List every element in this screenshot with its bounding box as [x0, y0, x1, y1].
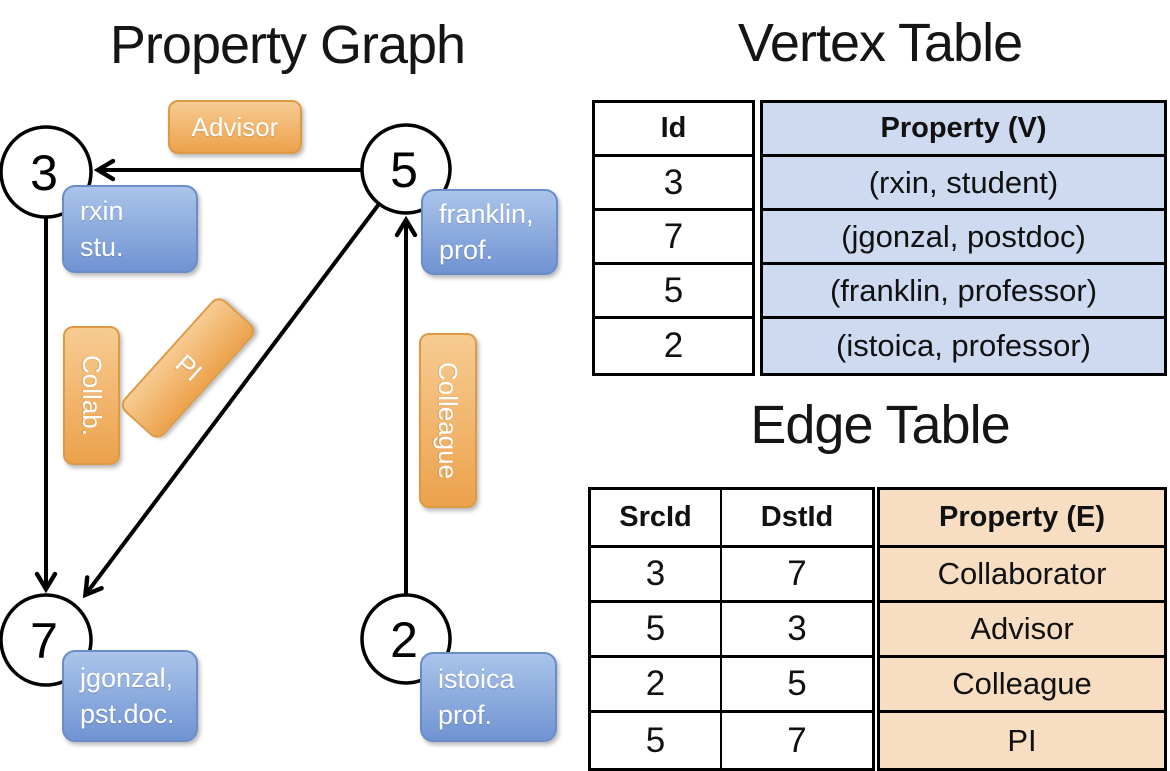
- vertex-label-franklin: franklin, prof.: [421, 189, 558, 275]
- edge-table-src-cell: 5: [591, 603, 722, 658]
- edge-table-dst-cell: 7: [722, 548, 872, 603]
- vertex-label-rxin: rxin stu.: [62, 185, 198, 273]
- vertex-table-title: Vertex Table: [737, 13, 1023, 73]
- edge-label-colleague-text: Colleague: [433, 361, 464, 480]
- edge-table-src-cell: 2: [591, 658, 722, 713]
- edge-pi-5-to-7: [82, 202, 381, 599]
- edge-table-property-cell: Colleague: [880, 658, 1164, 713]
- edge-table-src-header: SrcId: [591, 490, 722, 548]
- edge-table-property-cell: PI: [880, 713, 1164, 768]
- vertex-table-property-cell: (istoica, professor): [763, 319, 1164, 373]
- edge-label-collab-text: Collab.: [77, 355, 107, 436]
- edge-label-collab: Collab.: [63, 326, 120, 465]
- vertex-table-id-cell: 2: [663, 326, 684, 365]
- edge-label-colleague: Colleague: [419, 333, 477, 508]
- edge-table-property-cell: Collaborator: [880, 548, 1164, 603]
- vertex-label-jgonzal: jgonzal, pst.doc.: [62, 650, 198, 742]
- vertex-table-id-column: Id 3 7 5 2: [592, 100, 755, 376]
- vertex-table-property-cell: (rxin, student): [763, 157, 1164, 211]
- edge-table-src-dst-columns: SrcId DstId 3 7 5 3 2 5 5 7: [588, 487, 875, 771]
- edge-label-advisor: Advisor: [168, 100, 302, 154]
- edge-table-property-column: Property (E) Collaborator Advisor Collea…: [877, 487, 1167, 771]
- edge-table-dst-cell: 5: [722, 658, 872, 713]
- vertex-table-id-cell: 5: [595, 265, 752, 319]
- vertex-table-property-cell: (jgonzal, postdoc): [763, 211, 1164, 265]
- vertex-table-property-cell: (franklin, professor): [763, 265, 1164, 319]
- vertex-table-id-header: Id: [595, 103, 752, 157]
- edge-table-dst-cell: 3: [722, 603, 872, 658]
- edge-label-pi-text: PI: [169, 348, 208, 388]
- edge-table-property-cell: Advisor: [880, 603, 1164, 658]
- vertex-table-property-column: Property (V) (rxin, student) (jgonzal, p…: [760, 100, 1167, 376]
- node-2-id: 2: [390, 612, 418, 668]
- graph-node-ids: 3 5 7 2: [30, 142, 418, 669]
- edge-table-dst-cell: 7: [787, 720, 807, 760]
- vertex-label-istoica: istoica prof.: [420, 652, 557, 742]
- edge-table-title: Edge Table: [750, 395, 1010, 455]
- edge-table-src-cell: 5: [591, 713, 722, 768]
- property-graph-title: Property Graph: [109, 15, 466, 75]
- edge-table-dst-header: DstId: [722, 490, 872, 548]
- vertex-table-property-header: Property (V): [763, 103, 1164, 157]
- edge-table-property-header: Property (E): [880, 490, 1164, 548]
- node-7-id: 7: [30, 613, 58, 669]
- edge-label-advisor-text: Advisor: [191, 111, 279, 142]
- vertex-table-id-cell: 3: [595, 157, 752, 211]
- graph-edges: [34, 158, 418, 599]
- node-3-id: 3: [30, 145, 58, 201]
- edge-table-src-cell: 3: [591, 548, 722, 603]
- node-5-id: 5: [390, 142, 418, 198]
- vertex-table-id-cell: 7: [595, 211, 752, 265]
